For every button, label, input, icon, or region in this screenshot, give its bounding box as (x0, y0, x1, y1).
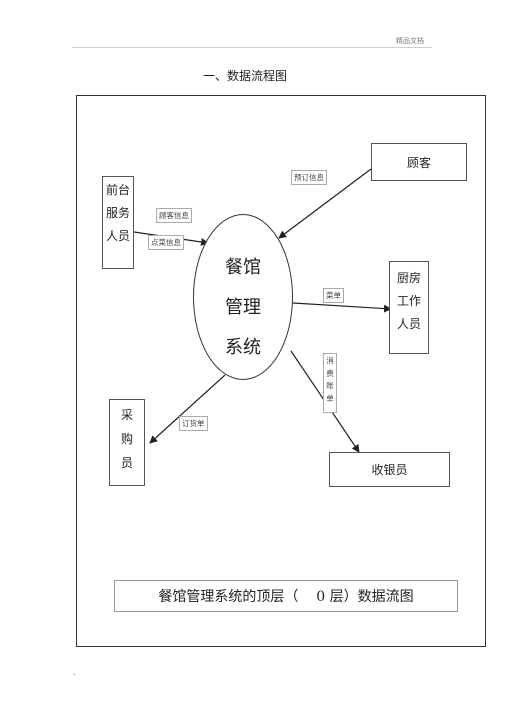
entity-cashier: 收银员 (329, 452, 450, 487)
diagram-caption: 餐馆管理系统的顶层（ 0 层）数据流图 (114, 580, 458, 612)
process-line-2: 管理 (225, 297, 261, 318)
footer-mark: . (73, 668, 76, 677)
bill-char-1: 消 (326, 356, 334, 365)
entity-kitchen: 厨房 工作 人员 (389, 261, 429, 354)
front-desk-line-3: 人员 (105, 229, 130, 243)
process-line-1: 餐馆 (225, 257, 261, 278)
arrow-system-to-kitchen (292, 302, 392, 313)
flow-label-purchase-order: 订货单 (179, 416, 208, 431)
kitchen-line-2: 工作 (396, 294, 421, 308)
kitchen-line-3: 人员 (396, 317, 421, 331)
flow-label-order-info: 点菜信息 (148, 235, 184, 250)
bill-char-2: 费 (326, 368, 334, 378)
flow-label-menu: 菜单 (323, 288, 344, 303)
entity-customer: 顾客 (371, 143, 467, 181)
entity-purchaser: 采 购 员 (109, 399, 145, 486)
diagram-frame (76, 95, 486, 647)
arrow-system-to-purchaser (149, 374, 226, 444)
front-desk-line-1: 前台 (105, 183, 130, 197)
flow-label-consumption-bill: 消 费 账 单 (323, 353, 337, 413)
purchaser-line-3: 员 (120, 456, 133, 470)
flow-label-reservation-info: 预订信息 (291, 170, 327, 185)
process-line-3: 系统 (225, 337, 261, 358)
process-restaurant-system: 餐馆 管理 系统 (193, 214, 293, 380)
bill-char-4: 单 (326, 393, 334, 403)
front-desk-line-2: 服务 (105, 206, 130, 220)
header-note: 精品文档 (396, 37, 424, 45)
header-divider (72, 47, 432, 48)
arrow-customer-to-system (278, 168, 372, 239)
flow-label-customer-info: 顾客信息 (156, 208, 192, 223)
page-title: 一、数据流程图 (203, 69, 288, 83)
purchaser-line-2: 购 (120, 432, 133, 446)
purchaser-line-1: 采 (120, 408, 133, 422)
cashier-label: 收银员 (371, 463, 408, 477)
bill-char-3: 账 (326, 381, 334, 390)
entity-front-desk: 前台 服务 人员 (102, 176, 134, 269)
kitchen-line-1: 厨房 (396, 271, 421, 285)
customer-label: 顾客 (406, 155, 431, 170)
